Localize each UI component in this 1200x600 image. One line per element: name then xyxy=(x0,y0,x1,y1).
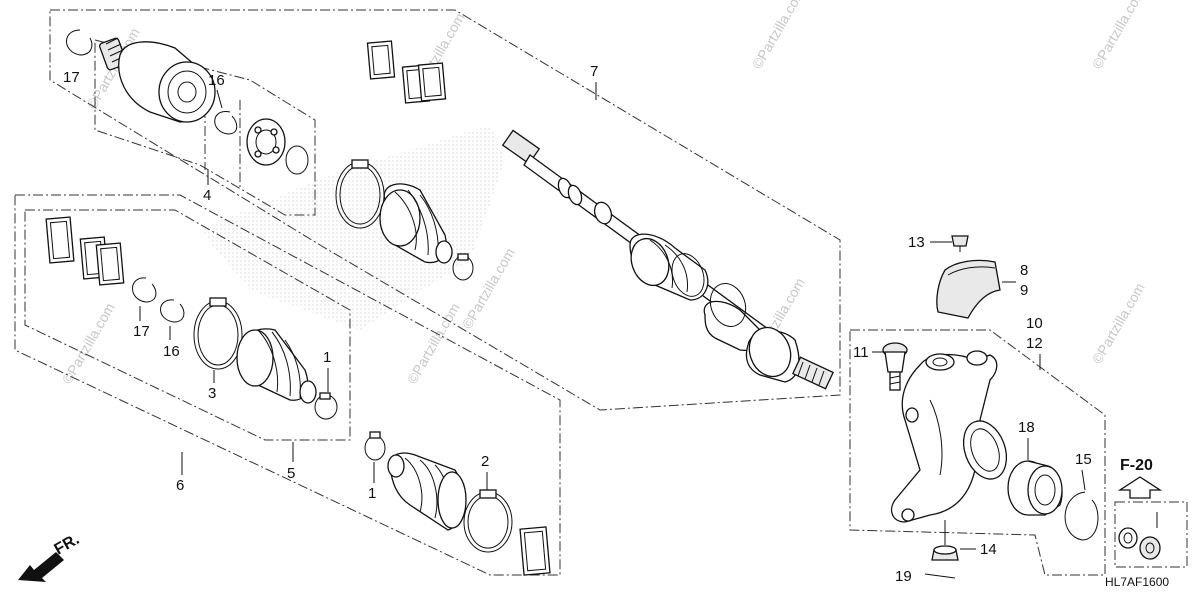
grease-packet-bottom xyxy=(519,526,551,576)
hub-bearing-18 xyxy=(1007,460,1063,516)
callout-18: 18 xyxy=(1018,419,1035,436)
grease-packets-left xyxy=(45,216,125,286)
group-box-knuckle xyxy=(849,329,1106,576)
snap-ring-17-lower xyxy=(132,277,157,303)
arrow-up-icon xyxy=(1117,476,1163,499)
bolt-13 xyxy=(951,235,969,252)
snap-ring-16-lower xyxy=(160,299,185,323)
guard-cover xyxy=(936,259,1001,319)
boot-lower xyxy=(236,328,317,404)
ref-label: F-20 xyxy=(1120,457,1153,474)
callout-1: 1 xyxy=(323,349,331,366)
washer-nut-parts xyxy=(1118,512,1161,560)
leader-line xyxy=(1081,469,1086,491)
stipple-shading xyxy=(200,125,505,330)
drive-shaft-assembly xyxy=(501,129,834,390)
cotter-pin-19 xyxy=(924,573,956,579)
watermark: ©Partzilla.com xyxy=(1089,280,1148,366)
watermark: ©Partzilla.com xyxy=(1089,0,1148,71)
group-box-4 xyxy=(94,39,316,216)
knuckle xyxy=(891,350,1008,523)
callout-3: 3 xyxy=(208,385,216,402)
snap-ring-17-top xyxy=(66,29,93,56)
bearing-cage xyxy=(246,118,286,166)
callout-19: 19 xyxy=(895,568,912,585)
nut-14 xyxy=(931,545,959,561)
boot-band-large-lower xyxy=(193,297,243,370)
group-box-6 xyxy=(14,194,561,576)
watermark: ©Partzilla.com xyxy=(59,300,118,386)
callout-9: 9 xyxy=(1020,282,1028,299)
callout-14: 14 xyxy=(980,541,997,558)
callout-13: 13 xyxy=(908,234,925,251)
callout-16: 16 xyxy=(208,72,225,89)
callout-17: 17 xyxy=(133,323,150,340)
boot-top xyxy=(379,183,453,264)
inner-joint-housing xyxy=(99,37,216,123)
boot-band-small-top xyxy=(452,253,474,281)
leader-line xyxy=(216,89,223,109)
callout-10: 10 xyxy=(1026,315,1043,332)
callout-1: 1 xyxy=(368,485,376,502)
callout-15: 15 xyxy=(1075,451,1092,468)
callout-12: 12 xyxy=(1026,335,1043,352)
grease-packets-top xyxy=(366,40,447,104)
callout-17: 17 xyxy=(63,69,80,86)
group-box-f20 xyxy=(1114,501,1188,568)
group-box-7 xyxy=(49,9,841,411)
boot-bottom xyxy=(387,452,467,531)
snap-ring-16-top xyxy=(214,111,238,135)
watermarks: ©Partzilla.com ©Partzilla.com ©Partzilla… xyxy=(59,0,1148,387)
ball-joint-11 xyxy=(882,342,908,391)
boot-band-large-bottom xyxy=(463,489,513,553)
callout-2: 2 xyxy=(481,453,489,470)
callout-5: 5 xyxy=(287,465,295,482)
snap-ring-top-right xyxy=(285,145,309,175)
callout-6: 6 xyxy=(176,477,184,494)
boot-band-small-bottom xyxy=(364,431,386,461)
callout-16: 16 xyxy=(163,343,180,360)
callout-8: 8 xyxy=(1020,262,1028,279)
boot-band-small-lower xyxy=(314,392,338,420)
callout-4: 4 xyxy=(203,187,211,204)
callout-7: 7 xyxy=(590,63,598,80)
front-arrow-icon xyxy=(18,552,64,582)
group-box-5 xyxy=(24,209,351,441)
watermark: ©Partzilla.com xyxy=(749,0,808,71)
diagram-code: HL7AF1600 xyxy=(1105,575,1169,589)
callout-11: 11 xyxy=(853,344,869,361)
snap-ring-15 xyxy=(1064,491,1099,541)
